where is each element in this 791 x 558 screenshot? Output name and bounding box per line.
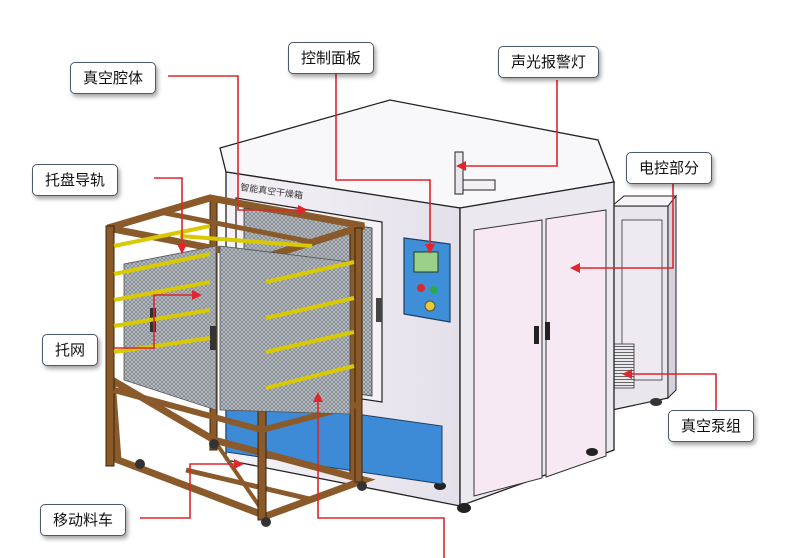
cart-casters [135, 439, 367, 527]
leader-electric-control [576, 184, 674, 269]
door-handle-right [545, 322, 550, 340]
door-handle-left [534, 326, 539, 344]
control-panel [403, 237, 451, 323]
control-display [413, 251, 439, 273]
leader-tray-rail [154, 177, 183, 248]
leader-arrowheads [177, 161, 632, 469]
leader-bottom [317, 398, 445, 558]
leader-vacuum-pump [628, 373, 717, 424]
label-mobile-cart: 移动料车 [40, 504, 127, 536]
chamber-latch [376, 298, 382, 322]
control-knob [424, 300, 436, 312]
label-electric-control: 电控部分 [626, 152, 713, 184]
vacuum-pump-cabinet [610, 194, 678, 411]
leader-mobile-cart [140, 463, 238, 519]
leader-tray-net [114, 294, 196, 349]
leader-vacuum-chamber [168, 75, 302, 211]
lower-service-panel [225, 395, 443, 485]
control-button-red [417, 284, 425, 292]
alarm-light [454, 151, 496, 195]
electric-control-doors [473, 209, 607, 497]
leader-alarm-light [462, 80, 558, 167]
net-handle-right [210, 326, 216, 350]
leader-lines [114, 72, 717, 558]
label-vacuum-chamber: 真空腔体 [70, 62, 157, 94]
label-vacuum-pump: 真空泵组 [668, 410, 755, 442]
label-alarm-light: 声光报警灯 [498, 46, 600, 78]
control-button-green [430, 286, 438, 294]
label-tray-rail: 托盘导轨 [32, 164, 119, 196]
label-control-panel: 控制面板 [288, 42, 375, 74]
tray-rails [113, 224, 355, 390]
vent-grille [613, 343, 635, 389]
leader-control-panel [335, 72, 431, 248]
label-tray-net: 托网 [42, 334, 99, 366]
